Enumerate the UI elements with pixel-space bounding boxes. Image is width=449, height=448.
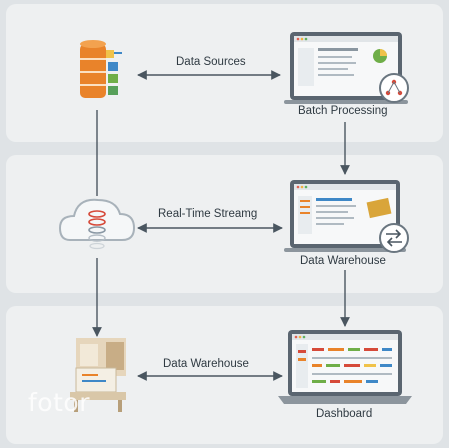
node-label-data-warehouse: Data Warehouse [300, 255, 386, 267]
workstation-icon [70, 338, 126, 412]
node-label-batch-processing: Batch Processing [298, 105, 388, 117]
cloud-icon [58, 198, 136, 250]
edge-label-data-warehouse: Data Warehouse [163, 358, 249, 370]
edge-label-real-time-streaming: Real-Time Streamg [158, 208, 258, 220]
data-warehouse-monitor-icon [284, 180, 409, 253]
dashboard-laptop-icon [278, 330, 412, 404]
batch-processing-monitor-icon [284, 32, 409, 104]
node-label-dashboard: Dashboard [316, 408, 373, 420]
edge-label-data-sources: Data Sources [176, 56, 246, 68]
fotor-watermark: fotor [28, 388, 90, 417]
database-icon [80, 40, 122, 98]
